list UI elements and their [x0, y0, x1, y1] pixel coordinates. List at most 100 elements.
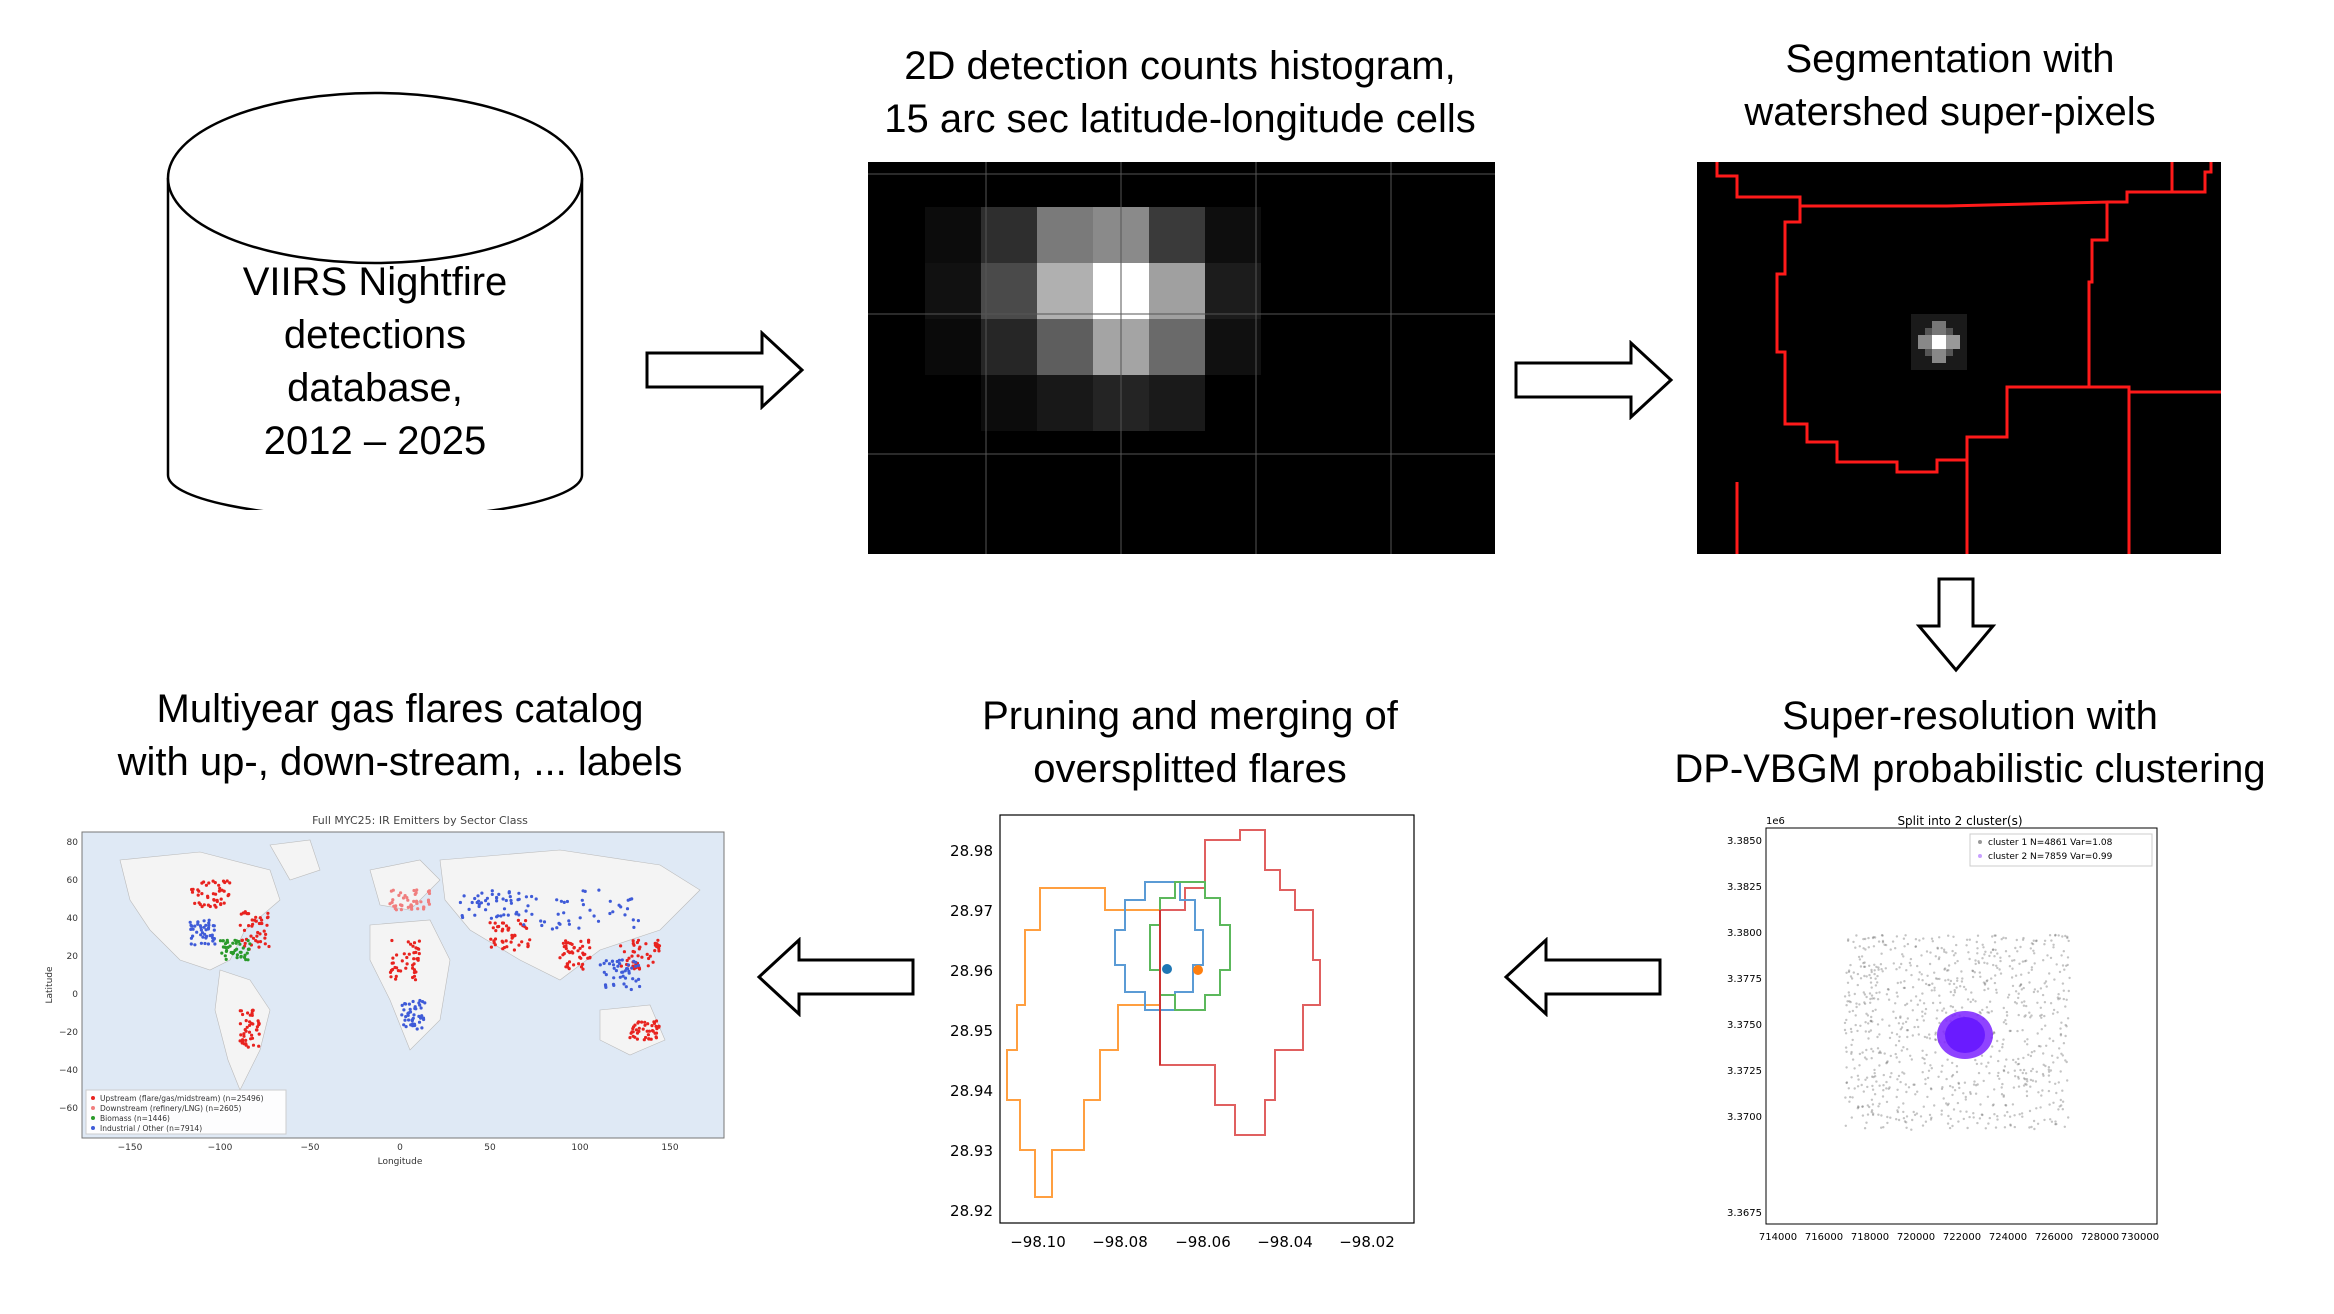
arrow-left-icon — [1503, 937, 1662, 1017]
cluster-point — [1865, 1121, 1868, 1124]
map-point — [207, 923, 211, 927]
cluster-point — [2002, 1069, 2005, 1072]
map-point — [607, 962, 612, 966]
cluster-point — [2017, 1085, 2021, 1088]
cluster-point — [1911, 1034, 1914, 1037]
cluster-point — [2004, 950, 2008, 953]
cluster-point — [1870, 1098, 1874, 1101]
x-tick: 726000 — [2035, 1232, 2073, 1243]
x-tick: −98.10 — [1010, 1233, 1066, 1251]
map-point — [220, 951, 224, 955]
cluster-point — [1939, 1001, 1942, 1004]
map-point — [406, 1013, 410, 1017]
map-point — [558, 956, 562, 960]
cluster-point — [1937, 1075, 1940, 1078]
cluster-point — [1923, 1057, 1926, 1061]
cluster-point — [1928, 1037, 1932, 1040]
cluster-point — [1890, 1072, 1893, 1075]
cluster-point — [1916, 1090, 1919, 1093]
map-point — [251, 1008, 255, 1012]
cluster-point — [2043, 943, 2046, 946]
cluster-point — [1871, 997, 1874, 1000]
cluster-point — [2042, 1052, 2045, 1055]
map-point — [611, 963, 616, 967]
cluster-point — [1855, 1002, 1858, 1005]
cluster-point — [1949, 1005, 1952, 1008]
cluster-point — [1867, 1030, 1871, 1033]
cluster-point — [1863, 1001, 1866, 1004]
cluster-point — [2017, 1062, 2021, 1066]
cluster-point — [1962, 985, 1966, 989]
cluster-point — [1879, 963, 1883, 966]
cluster-point — [1864, 948, 1867, 951]
map-point — [484, 899, 488, 903]
map-point — [504, 939, 508, 943]
cluster-point — [1976, 1083, 1979, 1086]
y-tick: 3.3750 — [1727, 1020, 1762, 1031]
map-point — [630, 954, 634, 958]
map-point — [517, 943, 521, 947]
map-point — [489, 916, 493, 920]
map-point — [225, 879, 229, 883]
cluster-point — [1903, 986, 1906, 990]
cluster-point — [1860, 1083, 1863, 1087]
cluster-point — [1947, 1102, 1950, 1105]
map-point — [620, 970, 624, 974]
cluster-point — [1951, 1093, 1954, 1097]
map-point — [250, 918, 254, 922]
x-tick: 100 — [571, 1143, 588, 1153]
cluster-point — [1951, 1124, 1954, 1128]
cluster-point — [1886, 1121, 1889, 1125]
x-ticks: −98.10 −98.08 −98.06 −98.04 −98.02 — [1010, 1233, 1395, 1251]
map-point — [565, 899, 570, 904]
cluster-point — [2051, 1012, 2055, 1015]
cluster-point — [1846, 939, 1850, 942]
cluster-point — [1887, 988, 1890, 991]
cluster-point — [2002, 1006, 2005, 1010]
map-point — [206, 942, 210, 946]
cluster-point — [1879, 1051, 1882, 1055]
cluster-point — [1896, 1088, 1899, 1091]
map-point — [555, 926, 559, 930]
cluster-point — [1918, 971, 1921, 974]
cluster-point — [2017, 1075, 2020, 1079]
cluster-point — [1885, 1062, 1888, 1065]
cluster-point — [1907, 1086, 1911, 1089]
cluster-point — [1976, 1121, 1979, 1125]
cluster-point — [1923, 1035, 1927, 1039]
cluster-point — [1933, 971, 1936, 974]
map-point — [485, 896, 489, 900]
cluster-point — [1843, 1021, 1847, 1025]
map-point — [561, 941, 566, 945]
map-point — [258, 916, 262, 920]
cluster-point — [1856, 983, 1859, 987]
cluster-point — [1953, 989, 1956, 992]
cluster-point — [1888, 1086, 1891, 1089]
cluster-point — [1933, 989, 1936, 992]
cluster-point — [1891, 940, 1895, 943]
map-point — [578, 916, 582, 920]
map-point — [412, 888, 416, 893]
cluster-point — [2052, 943, 2055, 946]
map-point — [205, 934, 209, 938]
cluster-point — [1944, 1011, 1948, 1014]
cluster-point — [1930, 1088, 1933, 1091]
map-point — [645, 1029, 649, 1033]
cluster-point — [1940, 946, 1943, 950]
cluster-point — [1922, 1002, 1926, 1005]
map-point — [206, 894, 210, 898]
map-point — [502, 907, 507, 911]
cluster-point — [1864, 1078, 1867, 1081]
cluster-point — [1921, 1071, 1924, 1074]
map-point — [576, 949, 580, 953]
cluster-point — [1968, 957, 1971, 961]
cluster-point — [1924, 1082, 1927, 1086]
cluster-point — [1897, 1039, 1901, 1043]
cluster-point — [1953, 1089, 1957, 1092]
cluster-point — [1966, 1126, 1969, 1130]
x-tick: −100 — [208, 1143, 233, 1153]
cluster-point — [1938, 977, 1941, 981]
map-point — [470, 900, 474, 905]
map-point — [413, 892, 417, 896]
world-map: Full MYC25: IR Emitters by Sector Class … — [45, 814, 725, 1167]
